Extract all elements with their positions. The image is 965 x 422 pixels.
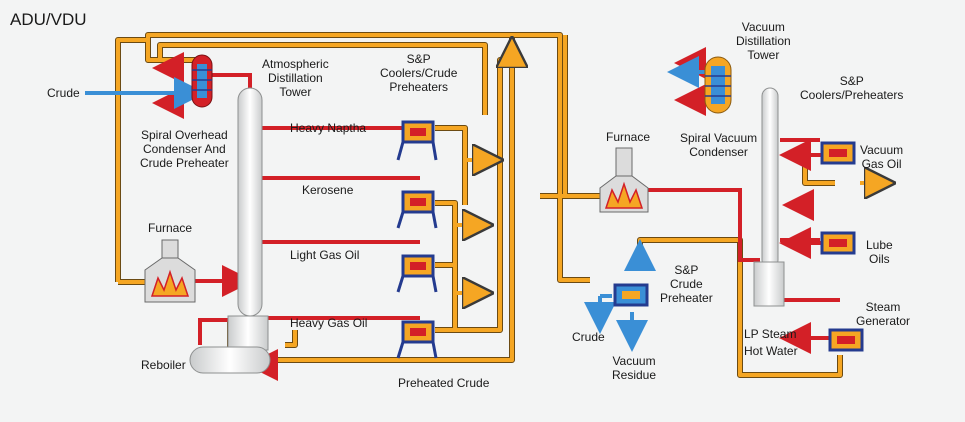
spiral-vacuum-label: Spiral Vacuum Condenser xyxy=(680,131,758,159)
exchanger-4 xyxy=(396,320,438,359)
light-gas-oil-label: Light Gas Oil xyxy=(290,248,360,262)
furnace-left-label: Furnace xyxy=(148,221,193,235)
steam-generator-label: Steam Generator xyxy=(856,300,911,328)
preheated-crude-label: Preheated Crude xyxy=(398,376,490,390)
vacuum-gas-oil-label: Vacuum Gas Oil xyxy=(860,143,904,171)
cold-piping xyxy=(85,56,705,352)
heavy-gas-oil-label: Heavy Gas Oil xyxy=(290,316,368,330)
atm-tower-label: Atmospheric Distillation Tower xyxy=(262,57,329,99)
sp-coolers-crude-label: S&P Coolers/Crude Preheaters xyxy=(380,52,458,94)
crude-preheater-exchanger xyxy=(613,283,649,307)
exchanger-steam xyxy=(828,328,864,352)
diagram-title: ADU/VDU xyxy=(10,10,87,29)
sp-coolers-preheaters-label: S&P Coolers/Preheaters xyxy=(800,74,904,102)
spiral-vacuum-condenser xyxy=(704,56,732,114)
lube-oils-label: Lube Oils xyxy=(866,238,893,266)
reboiler-label: Reboiler xyxy=(141,358,186,372)
exchanger-vgo xyxy=(820,141,856,165)
spiral-overhead-label: Spiral Overhead Condenser And Crude Preh… xyxy=(140,128,229,170)
crude-in-label: Crude xyxy=(47,86,80,100)
spiral-overhead-condenser xyxy=(191,54,213,108)
vacuum-exchangers xyxy=(820,141,864,352)
vacuum-tower-label: Vacuum Distillation Tower xyxy=(736,20,791,62)
furnace-mid xyxy=(599,147,649,213)
atmospheric-tower xyxy=(227,87,269,351)
lp-steam-label: LP Steam xyxy=(744,327,797,341)
sp-crude-preheater-label: S&P Crude Preheater xyxy=(660,263,713,305)
exchanger-1 xyxy=(396,120,438,161)
kerosene-label: Kerosene xyxy=(302,183,354,197)
furnace-mid-label: Furnace xyxy=(606,130,651,144)
reboiler xyxy=(189,346,271,374)
exchanger-lube xyxy=(820,231,856,255)
furnace-left xyxy=(144,239,196,303)
hot-water-label: Hot Water xyxy=(744,344,798,358)
heavy-naptha-label: Heavy Naptha xyxy=(290,121,367,135)
vacuum-residue-label: Vacuum Residue xyxy=(612,354,657,382)
exchanger-2 xyxy=(396,190,438,229)
exchanger-3 xyxy=(396,254,438,293)
crude-vac-label: Crude xyxy=(572,330,605,344)
sp-exchangers-column xyxy=(396,120,438,359)
vacuum-tower xyxy=(753,87,785,307)
